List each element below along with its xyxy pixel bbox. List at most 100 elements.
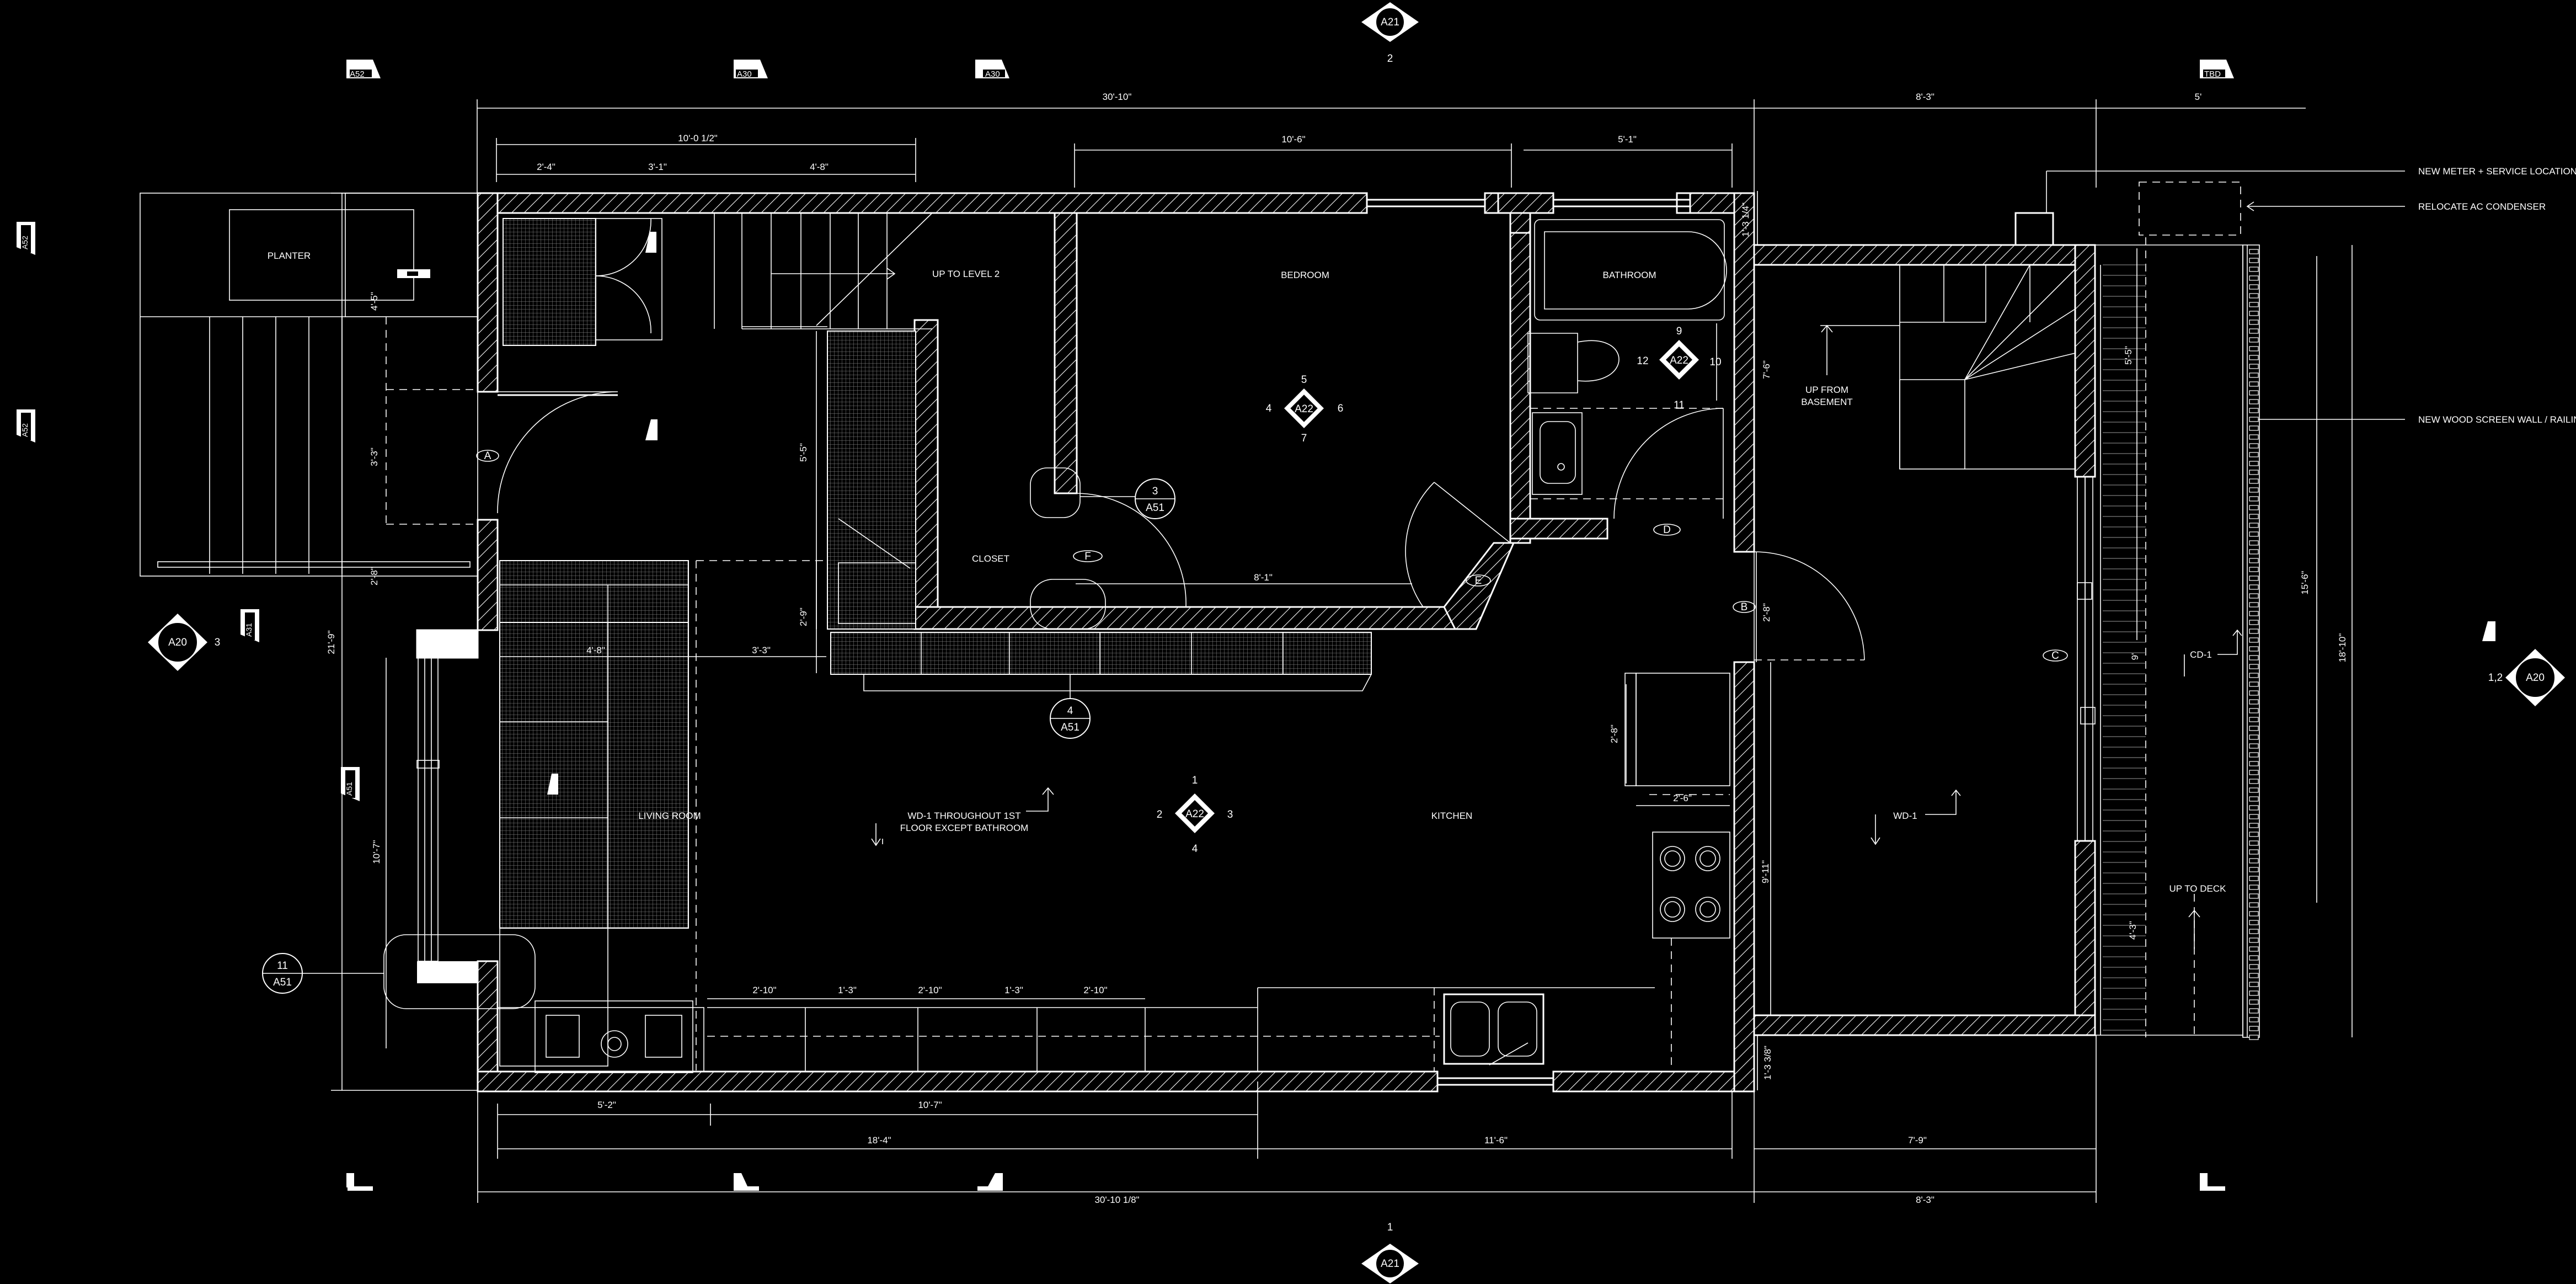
dim-closet-h: 5'-5"	[798, 443, 809, 462]
svg-text:4: 4	[1067, 705, 1073, 717]
section-marker-a21-top: A21 2	[1361, 2, 1419, 65]
dim-deck-c: 18'-10"	[2337, 633, 2348, 663]
svg-text:A30: A30	[737, 70, 752, 79]
label-kitchen: KITCHEN	[1431, 811, 1473, 821]
entry-cabinet	[503, 218, 596, 346]
range	[1652, 832, 1730, 939]
svg-text:7'-9": 7'-9"	[1908, 1135, 1927, 1146]
elevation-flag-bottom-3	[987, 1173, 1003, 1187]
svg-text:10: 10	[1709, 356, 1721, 368]
kitchen-sink	[1443, 993, 1544, 1065]
svg-text:1: 1	[1192, 775, 1198, 786]
stair-basement	[1820, 264, 2076, 470]
cabinet-dimensions: 2'-10" 1'-3" 2'-10" 1'-3" 2'-10"	[707, 985, 1145, 999]
dim-top-c: 4'-8"	[810, 162, 829, 172]
dim-left-overall: 21'-9"	[326, 630, 336, 654]
flag-a52-left-1: A52	[17, 222, 35, 255]
svg-text:A20: A20	[168, 637, 187, 648]
bedroom-door-swing	[1405, 482, 1511, 608]
dim-living-w: 4'-8"	[586, 645, 605, 656]
dim-top-overall: 30'-10"	[1103, 92, 1132, 102]
svg-text:TBD: TBD	[2204, 70, 2221, 79]
dim-top-bath: 5'-1"	[1618, 134, 1637, 145]
flag-a30-1: 2 A30	[734, 58, 768, 79]
label-up-to-deck: UP TO DECK	[2169, 883, 2227, 894]
left-dimensions: 21'-9" 10'-7"	[326, 193, 478, 1091]
door-tag-d: D	[1663, 524, 1671, 536]
svg-text:2'-10": 2'-10"	[752, 985, 776, 995]
svg-text:9: 9	[1676, 326, 1682, 337]
svg-text:11: 11	[277, 960, 288, 972]
elevation-flag-bottom-2	[734, 1173, 748, 1187]
note-new-meter: NEW METER + SERVICE LOCATION	[2418, 166, 2576, 177]
label-planter: PLANTER	[268, 251, 311, 261]
svg-text:1'-3": 1'-3"	[1004, 985, 1023, 995]
svg-text:7: 7	[1301, 433, 1307, 444]
svg-text:18'-4": 18'-4"	[867, 1135, 891, 1146]
dim-top-bed: 10'-6"	[1281, 134, 1305, 145]
dim-deck-e: 4'-3"	[2128, 921, 2138, 940]
svg-text:2'-10": 2'-10"	[1083, 985, 1107, 995]
toilet	[1527, 333, 1620, 393]
deck: UP TO DECK CD-1	[2095, 182, 2260, 1038]
dim-left-d: 10'-7"	[371, 840, 382, 864]
flag-a52-left-2: A52	[17, 409, 35, 443]
screen-wall-slats	[2249, 249, 2259, 1040]
flag-tbd: 1 TBD	[2200, 58, 2234, 79]
dim-top-right: 8'-3"	[1916, 92, 1934, 102]
bathtub	[1534, 219, 1725, 321]
svg-text:A22: A22	[1185, 808, 1204, 820]
dim-top-a: 2'-4"	[537, 162, 555, 172]
bay-wall-lower	[417, 961, 478, 983]
dim-deck-b: 15'-6"	[2300, 571, 2310, 594]
callout-11-a51: 11 A51	[262, 953, 384, 994]
svg-text:A22: A22	[1295, 403, 1313, 415]
floor-note-line-2: FLOOR EXCEPT BATHROOM	[900, 823, 1029, 833]
kitchen-base-cabinets	[497, 987, 1655, 1073]
flag-a51-left: A51	[341, 767, 360, 801]
label-closet: CLOSET	[972, 553, 1009, 564]
svg-text:A21: A21	[1381, 1258, 1399, 1270]
elevation-marker	[645, 232, 656, 253]
svg-text:1: 1	[998, 58, 1003, 68]
dim-top-b: 3'-1"	[648, 162, 667, 172]
svg-text:2: 2	[1157, 809, 1163, 821]
service-meter	[2014, 212, 2054, 246]
door-tag-b: B	[1741, 601, 1748, 613]
sofa	[499, 560, 689, 1067]
closet-cabinet	[827, 331, 916, 630]
label-up-from-basement-2: BASEMENT	[1801, 397, 1853, 407]
svg-text:A52: A52	[350, 70, 365, 79]
door-tag-c: C	[2051, 650, 2059, 662]
dim-deck-d: 9'	[2130, 653, 2140, 660]
svg-text:1,2: 1,2	[2488, 672, 2503, 684]
label-bedroom: BEDROOM	[1281, 270, 1329, 280]
vanity-sink	[1532, 412, 1583, 495]
label-bathroom: BATHROOM	[1603, 270, 1656, 280]
dim-stair-v2: 1'-3 3/8"	[1762, 1046, 1773, 1080]
svg-text:1: 1	[348, 58, 352, 68]
svg-text:A31: A31	[244, 623, 253, 637]
svg-text:A20: A20	[2526, 672, 2545, 684]
bathroom-door-swing	[1613, 408, 1724, 519]
svg-text:2'-10": 2'-10"	[918, 985, 942, 995]
deck-slats	[2103, 264, 2146, 1031]
label-wd1-mudroom: WD-1	[1893, 811, 1917, 821]
floor-note-line-1: WD-1 THROUGHOUT 1ST	[907, 811, 1020, 821]
door-tag-f: F	[1084, 551, 1091, 562]
dim-left-b: 3'-3"	[369, 447, 380, 466]
svg-text:A21: A21	[1381, 17, 1399, 28]
flag-a52-top: 1 A52	[346, 58, 381, 79]
dim-bath-v: 7'-6"	[1761, 360, 1772, 379]
svg-text:A51: A51	[1061, 722, 1079, 733]
bottom-dimensions: 5'-2" 10'-7" 18'-4" 11'-6" 7'-9" 30'-10 …	[477, 1035, 2097, 1205]
mudroom-door-swing	[1754, 551, 1865, 662]
dim-kit-h: 2'-6"	[1673, 793, 1692, 803]
dim-top-left: 10'-0 1/2"	[678, 133, 718, 143]
svg-text:A22: A22	[1670, 355, 1688, 366]
svg-text:5'-2": 5'-2"	[597, 1100, 616, 1110]
flag-a31: A31	[241, 609, 259, 642]
svg-text:3: 3	[215, 637, 221, 648]
walls	[477, 192, 2096, 1093]
svg-text:12: 12	[1637, 355, 1648, 367]
